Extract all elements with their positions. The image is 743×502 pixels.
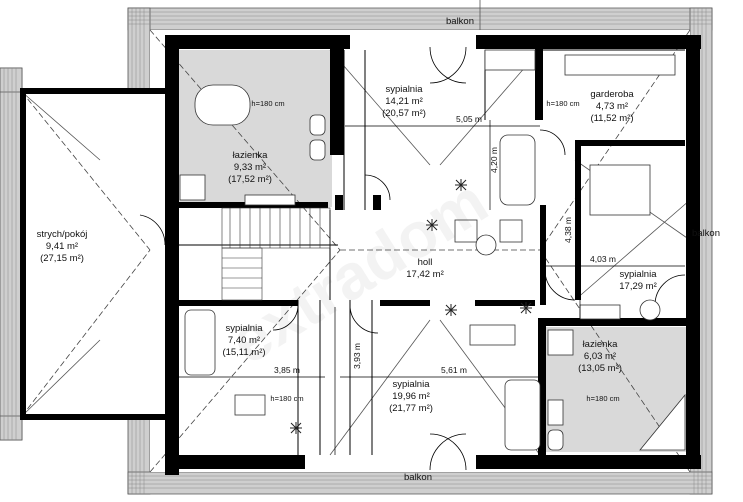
toilet-icon <box>547 429 564 451</box>
dimension-label: 5,61 m <box>441 365 467 375</box>
room-name: strych/pokój <box>37 229 88 240</box>
room-name: sypialnia <box>620 269 658 280</box>
balcony-right-label: balkon <box>692 228 720 239</box>
toilet-icon <box>309 114 326 136</box>
sink-icon <box>547 399 564 426</box>
height-mark: h=180 cm <box>270 394 303 403</box>
room-area: 9,33 m² <box>234 162 266 173</box>
room-area: 17,29 m² <box>619 281 657 292</box>
room-area-total: (11,52 m²) <box>590 113 633 124</box>
room-area: 14,21 m² <box>385 96 423 107</box>
room-holl: holl 17,42 m² <box>406 257 444 280</box>
room-area: 19,96 m² <box>392 391 430 402</box>
bathtub-icon <box>194 84 251 126</box>
room-garderoba: garderoba 4,73 m² (11,52 m²) <box>590 89 634 124</box>
room-area-total: (15,11 m²) <box>222 347 265 358</box>
balcony-bottom-label: balkon <box>404 472 432 483</box>
room-sypialnia-bottom: sypialnia 19,96 m² (21,77 m²) <box>389 379 433 414</box>
plant-icons <box>290 179 532 434</box>
height-mark: h=180 cm <box>251 99 284 108</box>
table-icon <box>639 299 661 321</box>
room-name: sypialnia <box>226 323 264 334</box>
room-area-total: (17,52 m²) <box>228 174 272 185</box>
attic-interior <box>22 92 154 416</box>
dimension-label: 4,38 m <box>563 217 573 243</box>
dimension-lines <box>178 120 685 455</box>
room-area-total: (21,77 m²) <box>389 403 433 414</box>
wardrobe-icon <box>484 49 536 71</box>
desk-icon <box>469 324 516 346</box>
desk-icon <box>234 394 266 416</box>
bath-sink-icon <box>244 194 296 206</box>
table-icon <box>475 234 497 256</box>
room-area-total: (20,57 m²) <box>382 108 426 119</box>
room-lazienka-bottom: łazienka 6,03 m² (13,05 m²) <box>578 339 622 374</box>
room-sypialnia-left: sypialnia 7,40 m² (15,11 m²) <box>222 323 265 358</box>
dimension-label: 3,85 m <box>274 365 300 375</box>
table-icon <box>499 219 523 243</box>
room-name: łazienka <box>583 339 619 350</box>
dimension-label: 4,03 m <box>590 254 616 264</box>
dimension-label: 3,93 m <box>352 343 362 369</box>
balcony-top-label: balkon <box>446 16 474 27</box>
walls <box>20 35 701 475</box>
room-strych: strych/pokój 9,41 m² (27,15 m²) <box>37 229 88 264</box>
wardrobe-icon <box>579 304 621 320</box>
bathtub-icon <box>499 134 536 206</box>
room-area: 17,42 m² <box>406 269 444 280</box>
wardrobe-icon <box>564 54 676 76</box>
height-mark: h=180 cm <box>586 394 619 403</box>
dimension-label: 4,20 m <box>489 147 499 173</box>
shower-icon <box>179 174 206 201</box>
room-name: łazienka <box>233 150 269 161</box>
table-icon <box>454 219 478 243</box>
room-sypialnia-top: sypialnia 14,21 m² (20,57 m²) <box>382 84 426 119</box>
room-area: 9,41 m² <box>46 241 78 252</box>
room-area: 6,03 m² <box>584 351 616 362</box>
furniture <box>179 49 686 451</box>
door-swings <box>139 46 686 471</box>
room-name: sypialnia <box>393 379 431 390</box>
shower-icon <box>547 329 574 356</box>
room-lazienka-top: łazienka 9,33 m² (17,52 m²) <box>228 150 272 185</box>
roof-ridge-lines <box>21 29 691 473</box>
room-area: 7,40 m² <box>228 335 260 346</box>
room-name: holl <box>418 257 433 268</box>
height-mark: h=180 cm <box>546 99 579 108</box>
room-area: 4,73 m² <box>596 101 628 112</box>
corner-bath-icon <box>639 393 686 451</box>
room-area-total: (27,15 m²) <box>40 253 84 264</box>
room-name: sypialnia <box>386 84 424 95</box>
dimension-label: 5,05 m <box>456 114 482 124</box>
room-area-total: (13,05 m²) <box>578 363 622 374</box>
room-sypialnia-right: sypialnia 17,29 m² <box>619 269 657 292</box>
stairs <box>221 207 331 301</box>
toilet-icon <box>309 139 326 161</box>
room-name: garderoba <box>590 89 634 100</box>
bathtub-icon <box>184 309 216 376</box>
bed-icon <box>589 164 651 216</box>
bathtub-icon <box>504 379 541 451</box>
